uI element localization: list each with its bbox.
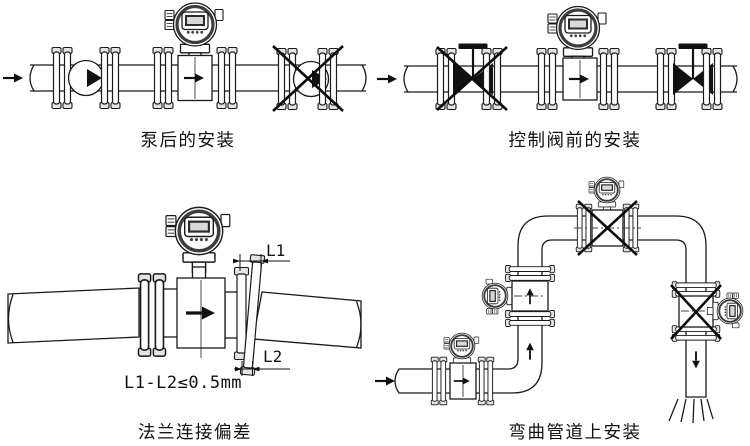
flow-direction-arrow xyxy=(373,375,397,387)
caption-flange-deviation: 法兰连接偏差 xyxy=(138,423,252,443)
not-allowed-cross-icon xyxy=(577,200,638,256)
transmitter-head-icon xyxy=(588,176,625,214)
transmitter-head-icon xyxy=(163,1,225,64)
not-allowed-cross-icon xyxy=(436,46,508,111)
pipe-open-end-left xyxy=(403,65,409,93)
dimension-l2 xyxy=(234,361,290,376)
pipe-open-end-right xyxy=(361,64,367,92)
diagram-before-control-valve xyxy=(375,4,738,111)
caption-curved-pipe: 弯曲管道上安装 xyxy=(508,423,642,443)
caption-before-control-valve: 控制阀前的安装 xyxy=(508,131,642,151)
pipe-right xyxy=(252,291,362,349)
diagram-after-pump xyxy=(1,1,367,112)
pipe-open-end-left xyxy=(7,294,14,343)
flow-direction-arrow xyxy=(1,72,25,84)
not-allowed-cross-icon xyxy=(272,45,344,112)
pump-icon xyxy=(67,59,105,97)
dimension-label-l2: L2 xyxy=(263,347,283,366)
flange-gap-formula: L1-L2≤0.5mm xyxy=(123,373,243,393)
diagram-curved-pipe xyxy=(373,176,745,424)
dimension-label-l1: L1 xyxy=(266,241,286,260)
flange-pair xyxy=(137,273,167,357)
diagram-flange-deviation xyxy=(7,205,362,376)
curved-pipe-run xyxy=(394,215,707,398)
dimension-l1 xyxy=(233,254,290,271)
transmitter-head-icon xyxy=(164,205,232,275)
pipe-left xyxy=(7,287,140,344)
transmitter-head-icon xyxy=(546,4,608,68)
caption-after-pump: 泵后的安装 xyxy=(140,131,236,151)
discharge-spray-lines xyxy=(668,398,714,424)
flow-direction-arrow xyxy=(375,73,399,85)
pipe-open-end-right xyxy=(732,65,738,93)
not-allowed-cross-icon xyxy=(670,284,722,340)
pipe-open-end-left xyxy=(29,64,35,92)
pipe-open-end-right xyxy=(355,301,362,348)
